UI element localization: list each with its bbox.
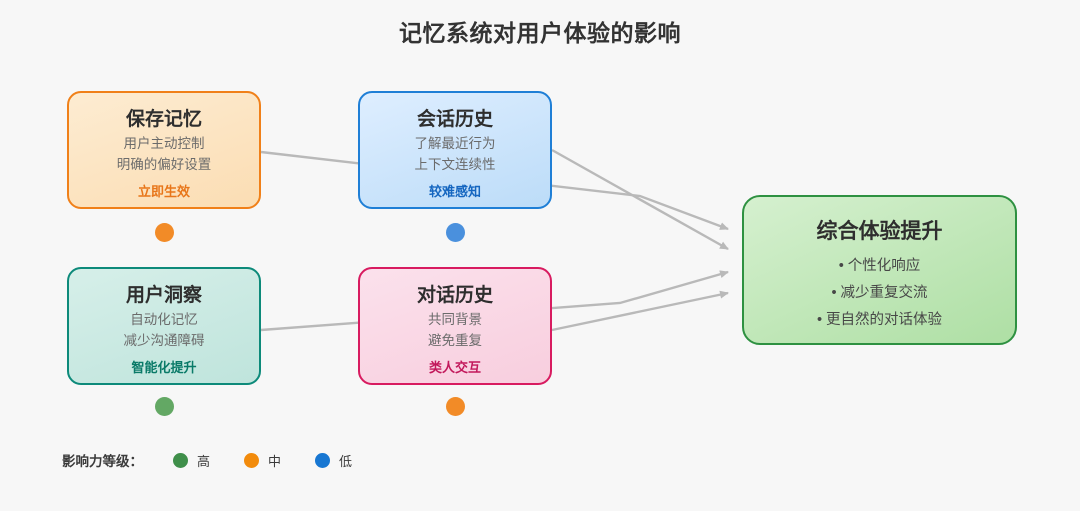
result-bullet-list: • 个性化响应 • 减少重复交流 • 更自然的对话体验 — [744, 253, 1015, 334]
legend-swatch-icon — [315, 452, 331, 468]
node-detail-line: 了解最近行为 — [414, 136, 496, 151]
node-detail-line: 共同背景 — [428, 312, 482, 327]
node-title: 对话历史 — [416, 285, 493, 306]
node-tag: 较难感知 — [428, 184, 481, 199]
node-dialog-history[interactable]: 对话历史 共同背景 避免重复 类人交互 — [358, 267, 552, 385]
node-save-memory[interactable]: 保存记忆 用户主动控制 明确的偏好设置 立即生效 — [67, 91, 261, 209]
impact-dot-dialog-history — [446, 397, 465, 416]
legend-swatch-icon — [173, 452, 188, 468]
node-title: 综合体验提升 — [816, 220, 943, 243]
edge-session-history-to-result — [551, 148, 729, 251]
node-detail-line: 减少沟通障碍 — [123, 333, 205, 348]
legend-item-low: 低 — [315, 451, 352, 470]
node-tag: 智能化提升 — [131, 360, 197, 375]
node-detail-line: 自动化记忆 — [130, 312, 198, 327]
node-tag: 立即生效 — [137, 184, 190, 199]
node-tag: 类人交互 — [428, 360, 481, 375]
legend: 影响力等级： 高 中 低 — [62, 449, 386, 471]
node-result[interactable]: 综合体验提升 • 个性化响应 • 减少重复交流 • 更自然的对话体验 — [742, 195, 1017, 345]
node-detail-line: 上下文连续性 — [414, 157, 496, 172]
result-bullet: • 更自然的对话体验 — [816, 312, 943, 328]
node-title: 保存记忆 — [125, 109, 202, 130]
legend-item-label: 高 — [197, 453, 211, 469]
legend-item-medium: 中 — [244, 451, 281, 470]
node-title: 会话历史 — [416, 109, 493, 130]
node-title: 用户洞察 — [125, 285, 202, 306]
legend-item-high: 高 — [173, 451, 210, 470]
legend-item-label: 中 — [268, 453, 282, 469]
impact-dot-session-history — [446, 223, 465, 242]
result-bullet: • 减少重复交流 — [831, 285, 928, 301]
impact-dot-save-memory — [155, 223, 174, 242]
result-bullet: • 个性化响应 — [838, 258, 921, 274]
node-detail-line: 避免重复 — [428, 333, 482, 348]
impact-dot-user-insight — [155, 397, 174, 416]
edge-dialog-history-to-result — [551, 290, 729, 332]
page-title: 记忆系统对用户体验的影响 — [399, 20, 681, 46]
node-user-insight[interactable]: 用户洞察 自动化记忆 减少沟通障碍 智能化提升 — [67, 267, 261, 385]
legend-label: 影响力等级： — [62, 454, 143, 469]
legend-item-label: 低 — [339, 453, 353, 469]
node-session-history[interactable]: 会话历史 了解最近行为 上下文连续性 较难感知 — [358, 91, 552, 209]
legend-swatch-icon — [244, 452, 260, 468]
node-detail-line: 明确的偏好设置 — [116, 157, 212, 172]
node-detail-line: 用户主动控制 — [123, 136, 205, 151]
